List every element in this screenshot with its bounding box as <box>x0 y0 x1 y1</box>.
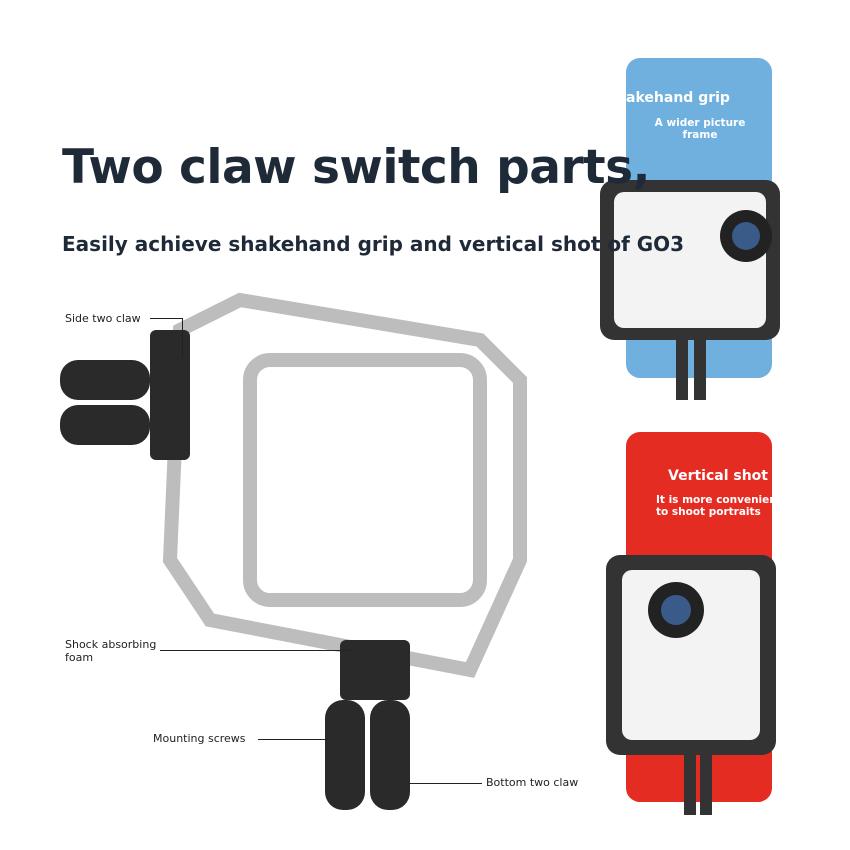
shakehand-camera-cage <box>600 180 780 400</box>
vertical-desc: It is more convenient to shoot portraits <box>656 494 782 518</box>
callout-bottom-claw: Bottom two claw <box>486 776 579 789</box>
callout-foam: Shock absorbing foam <box>65 638 157 664</box>
main-cage <box>162 292 527 678</box>
headline: Two claw switch parts, <box>62 140 650 195</box>
callout-side-claw: Side two claw <box>65 312 141 325</box>
side-claw <box>60 330 190 460</box>
vertical-title: Vertical shot <box>668 468 768 484</box>
vertical-camera-cage <box>606 555 776 815</box>
shakehand-title: Shakehand grip <box>606 90 730 106</box>
bottom-claw <box>325 640 410 810</box>
callout-screws: Mounting screws <box>153 732 246 745</box>
subtitle: Easily achieve shakehand grip and vertic… <box>62 232 685 256</box>
shakehand-desc: A wider picture frame <box>654 117 746 141</box>
